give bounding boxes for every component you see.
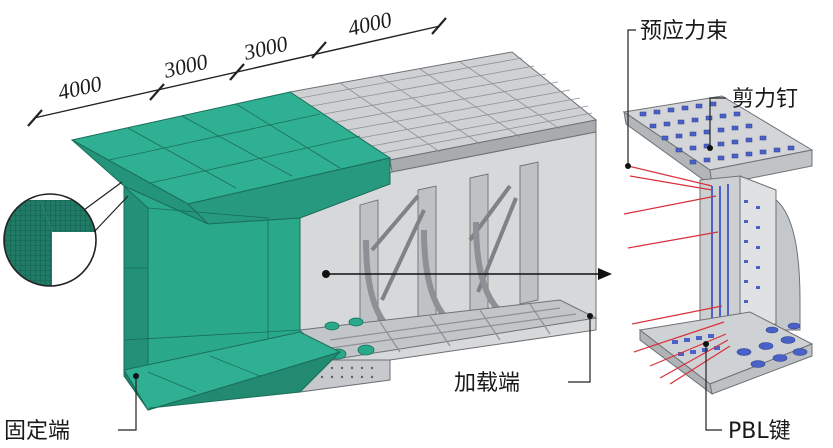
pbl-key-label: PBL键: [728, 419, 791, 444]
section-arrow: [322, 268, 612, 280]
label-fixed-end: 固定端: [4, 373, 139, 444]
fixed-end-mesh-block: [70, 91, 392, 411]
dimension-label-1: 4000: [56, 71, 104, 105]
dimension-label-2: 3000: [161, 49, 210, 83]
steel-segment: [288, 51, 598, 393]
dimension-line: 4000 3000 3000 4000: [27, 7, 447, 127]
loading-end-label: 加载端: [454, 371, 520, 396]
dimension-label-4: 4000: [346, 7, 394, 41]
fixed-end-label: 固定端: [4, 419, 70, 444]
label-prestress-tendon: 预应力束: [625, 19, 728, 169]
shear-stud-label: 剪力钉: [732, 87, 798, 112]
label-shear-stud: 剪力钉: [707, 87, 798, 151]
cross-section-model: [622, 95, 814, 396]
dimension-label-3: 3000: [241, 31, 290, 65]
prestress-tendon-label: 预应力束: [640, 19, 728, 44]
label-pbl-key: PBL键: [703, 341, 791, 444]
label-loading-end: 加载端: [454, 313, 593, 396]
mesh-detail-inset: [3, 181, 129, 287]
